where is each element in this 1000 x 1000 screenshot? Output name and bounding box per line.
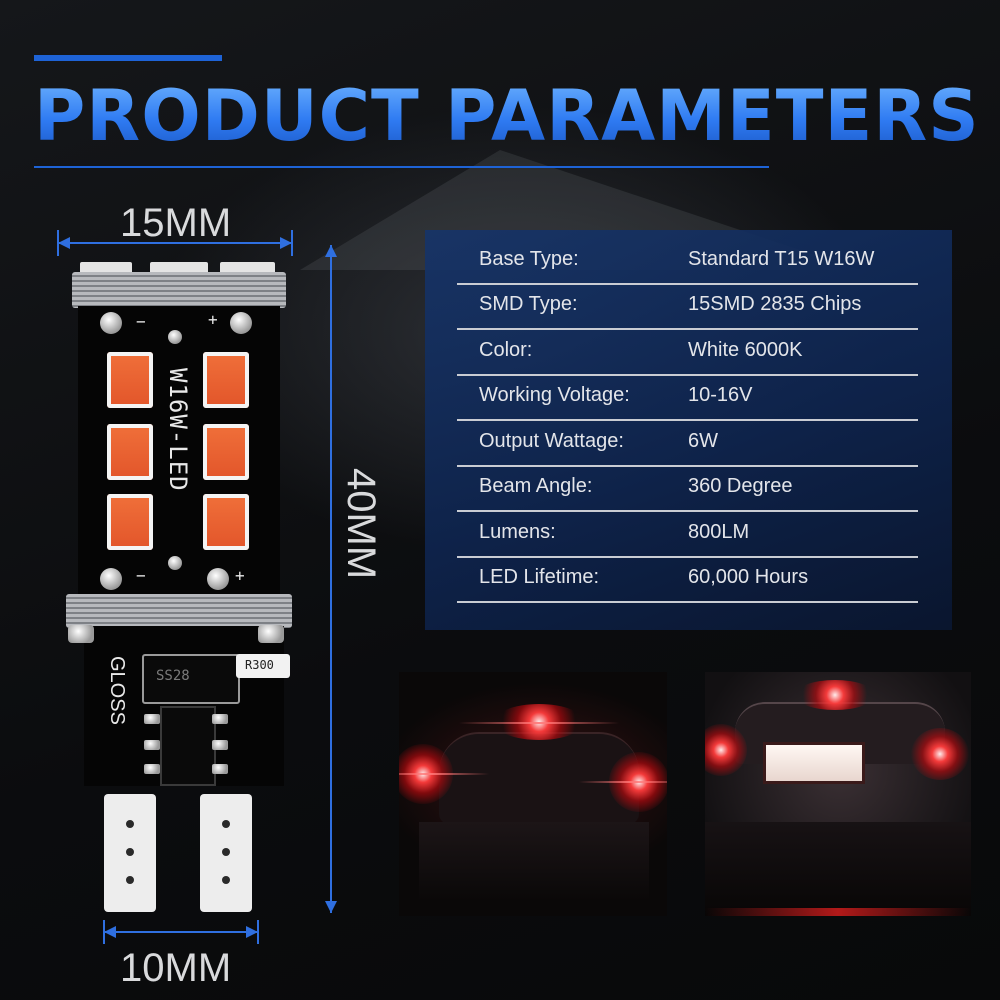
plus-marking: +	[235, 566, 245, 585]
arrow-right-icon	[280, 237, 292, 249]
base-leg	[104, 794, 156, 912]
spec-value: 15SMD 2835 Chips	[688, 293, 862, 315]
spec-row: Beam Angle: 360 Degree	[457, 465, 918, 512]
solder-pad	[68, 625, 94, 643]
top-contact	[220, 262, 275, 274]
spec-label: Beam Angle:	[479, 475, 593, 497]
diode-marking: SS28	[156, 668, 190, 684]
resistor-marking: R300	[245, 658, 274, 672]
spec-panel	[425, 230, 952, 630]
dim-tick	[57, 230, 59, 256]
spec-value: 360 Degree	[688, 475, 793, 497]
ic-pin	[212, 714, 228, 724]
dim-width-top-label: 15MM	[120, 201, 232, 245]
smd-chip	[107, 352, 153, 408]
dim-tick	[103, 920, 105, 944]
spec-label: Color:	[479, 339, 533, 361]
photo-tail-lights	[705, 672, 971, 916]
ic-pin	[212, 764, 228, 774]
ic-chip	[160, 706, 216, 786]
spec-label: Output Wattage:	[479, 430, 624, 452]
spec-value: 800LM	[688, 521, 750, 543]
spec-label: LED Lifetime:	[479, 566, 600, 588]
base-leg	[200, 794, 252, 912]
spec-label: Base Type:	[479, 248, 579, 270]
arrow-right-icon	[246, 926, 258, 938]
dim-height-label: 40MM	[339, 468, 383, 580]
solder-pad	[207, 568, 229, 590]
spec-value: White 6000K	[688, 339, 803, 361]
arrow-up-icon	[325, 245, 337, 257]
page-title: PRODUCT PARAMETERS	[34, 75, 980, 157]
diode-component	[142, 654, 240, 704]
via-dot	[168, 556, 182, 570]
resistor-component	[236, 654, 290, 678]
smd-chip	[107, 494, 153, 550]
arrow-left-icon	[58, 237, 70, 249]
dim-width-top-line	[58, 242, 292, 244]
spec-row: Color: White 6000K	[457, 329, 918, 376]
solder-pad	[230, 312, 252, 334]
spec-value: Standard T15 W16W	[688, 248, 875, 270]
smd-chip	[203, 424, 249, 480]
ic-pin	[144, 764, 160, 774]
minus-marking: −	[136, 312, 146, 331]
plus-marking: +	[208, 310, 218, 329]
solder-pad	[100, 568, 122, 590]
top-contact	[80, 262, 132, 274]
solder-pad	[258, 625, 284, 643]
dim-height-line	[330, 245, 332, 913]
license-plate	[763, 742, 865, 784]
minus-marking: −	[136, 566, 146, 585]
spec-value: 60,000 Hours	[688, 566, 809, 588]
spec-label: Lumens:	[479, 521, 556, 543]
ic-pin	[212, 740, 228, 750]
smd-chip	[203, 494, 249, 550]
via-dot	[168, 330, 182, 344]
chip-marking: W16W-LED	[164, 368, 192, 492]
spec-row: Output Wattage: 6W	[457, 420, 918, 467]
solder-pad	[100, 312, 122, 334]
dim-tick	[257, 920, 259, 944]
arrow-down-icon	[325, 901, 337, 913]
ic-pin	[144, 714, 160, 724]
brand-marking: GLOSS	[106, 656, 128, 725]
dim-width-bottom-line	[104, 931, 258, 933]
title-accent-bar	[34, 55, 222, 61]
dim-tick	[291, 230, 293, 256]
heat-sink-bottom	[66, 594, 292, 628]
photo-brake-lights	[399, 672, 667, 916]
spec-row: SMD Type: 15SMD 2835 Chips	[457, 283, 918, 330]
title-underline	[34, 166, 769, 168]
spec-label: Working Voltage:	[479, 384, 630, 406]
heat-sink-top	[72, 272, 286, 308]
spec-value: 10-16V	[688, 384, 753, 406]
spec-row: Working Voltage: 10-16V	[457, 374, 918, 421]
arrow-left-icon	[104, 926, 116, 938]
spec-value: 6W	[688, 430, 718, 452]
smd-chip	[107, 424, 153, 480]
spec-row: LED Lifetime: 60,000 Hours	[457, 556, 918, 603]
ic-pin	[144, 740, 160, 750]
spec-label: SMD Type:	[479, 293, 578, 315]
top-contact	[150, 262, 208, 274]
dim-width-bottom-label: 10MM	[120, 946, 232, 990]
spec-row: Lumens: 800LM	[457, 511, 918, 558]
smd-chip	[203, 352, 249, 408]
spec-row: Base Type: Standard T15 W16W	[457, 238, 918, 285]
